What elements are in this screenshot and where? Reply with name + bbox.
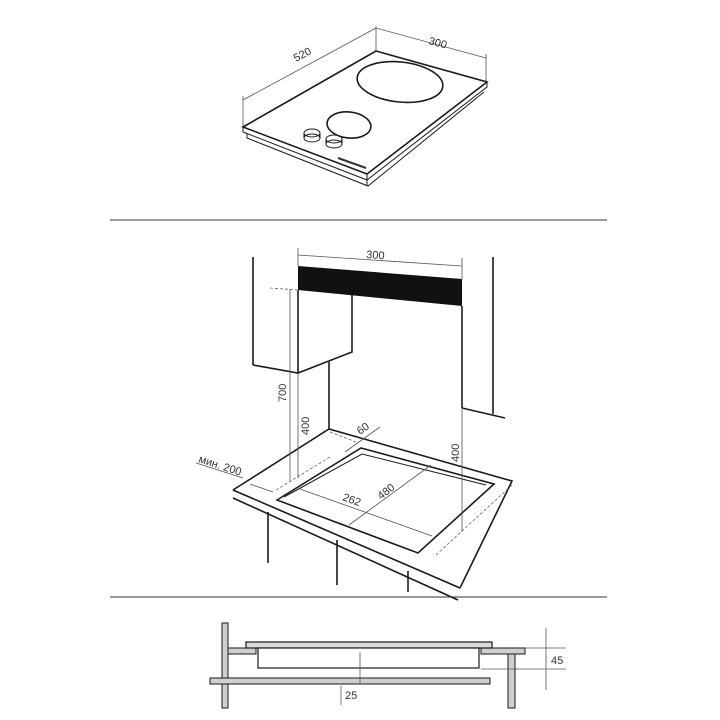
height-400-right-label: 400: [450, 444, 462, 462]
cutout: [275, 447, 496, 554]
min-side-label: мин. 200: [197, 453, 243, 478]
dimension-line-hood-300: [297, 254, 463, 267]
small-burner: [326, 111, 372, 139]
hood: [298, 266, 462, 306]
countertop: [480, 647, 526, 655]
depth-label: 300: [427, 35, 448, 51]
hob-isometric-view: 520 300: [241, 26, 489, 187]
height-400-left-label: 400: [300, 417, 312, 435]
knob-2: [325, 134, 343, 149]
knob-1: [303, 128, 321, 143]
installation-view: 300 700 400 400 60 мин. 200 262 480: [195, 248, 514, 601]
section-view: 45 25: [209, 622, 566, 709]
cutout-depth-label: 262: [341, 492, 362, 510]
wall: [221, 622, 229, 709]
section-gap-label: 25: [345, 690, 357, 702]
hob-body: [257, 647, 480, 669]
dimension-line-300: [375, 27, 487, 59]
cutout-width-label: 480: [375, 482, 397, 503]
hob-glass-top: [241, 50, 489, 175]
large-burner: [356, 60, 444, 104]
width-label: 520: [292, 45, 314, 64]
back-gap-label: 60: [355, 421, 372, 438]
hob-glass: [245, 641, 493, 649]
height-700-label: 700: [277, 384, 289, 402]
control-panel: [337, 157, 367, 169]
dimension-line-520: [242, 27, 377, 101]
shelf: [209, 677, 491, 685]
hood-width-label: 300: [366, 249, 385, 262]
section-depth-label: 45: [551, 655, 563, 667]
